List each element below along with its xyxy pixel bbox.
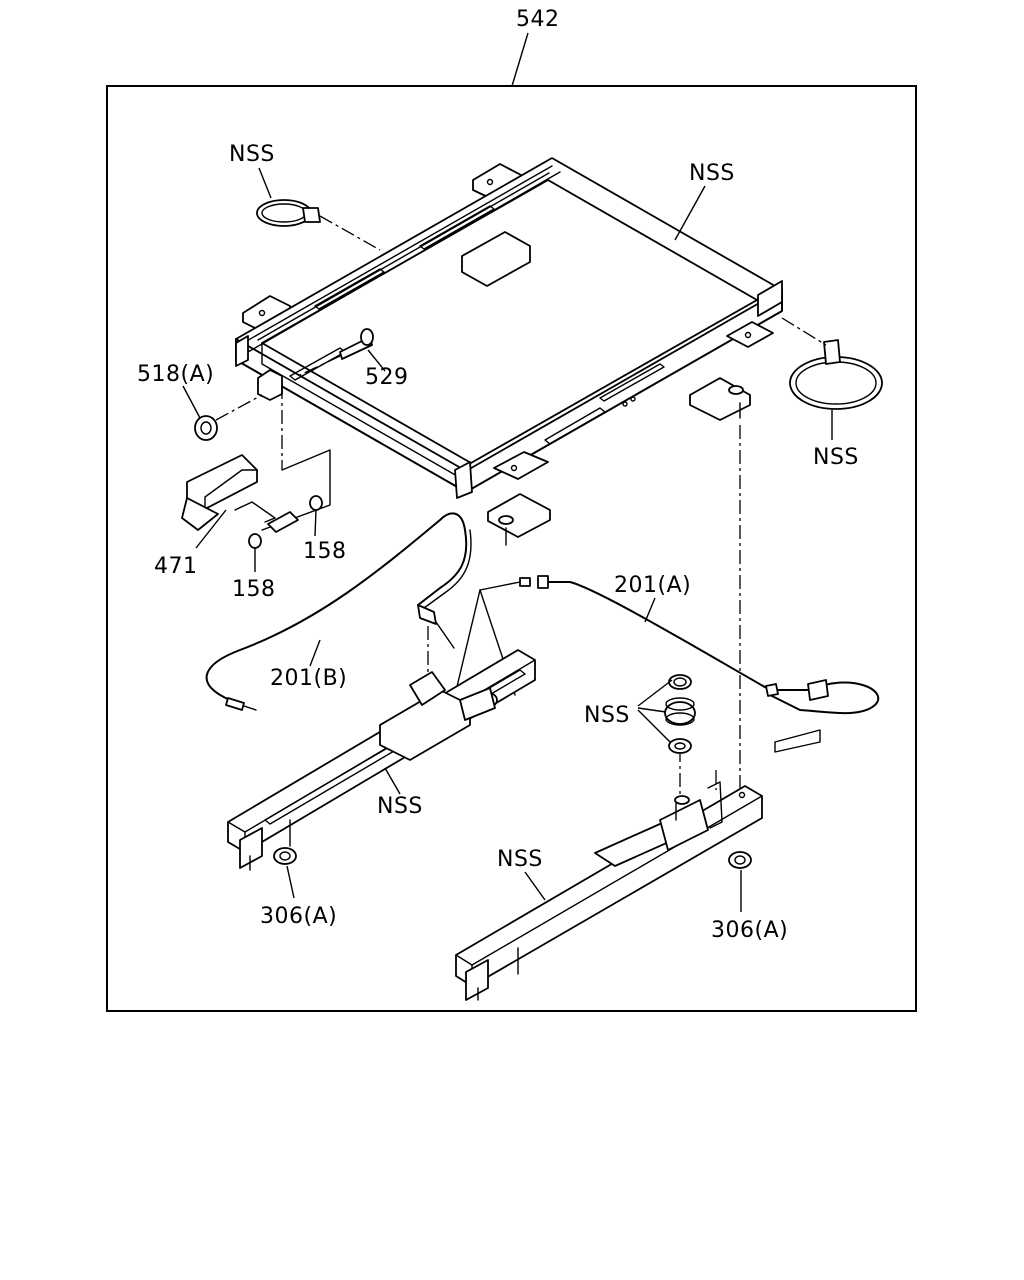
callout-471: 471	[154, 554, 198, 579]
nut-306a-left	[273, 847, 297, 865]
callout-nss-tie-right: NSS	[813, 445, 859, 470]
bolt-529	[299, 328, 374, 376]
seat-frame	[235, 157, 783, 546]
cable-201a	[454, 575, 880, 753]
assembly-number-label: 542	[516, 7, 560, 32]
callout-nss-tie-left: NSS	[229, 142, 275, 167]
callout-306a-right: 306(A)	[711, 918, 788, 943]
callout-529: 529	[365, 365, 409, 390]
seat-rail-right	[455, 425, 763, 1001]
callout-nss-rail-right: NSS	[497, 847, 543, 872]
callout-158b: 158	[232, 577, 276, 602]
washer-518a	[194, 394, 263, 441]
pin-158b	[248, 533, 262, 549]
callout-306a-left: 306(A)	[260, 904, 337, 929]
callout-nss-rail-left: NSS	[377, 794, 423, 819]
callout-158a: 158	[303, 539, 347, 564]
callout-201a: 201(A)	[614, 573, 691, 598]
cable-tie-left	[256, 199, 381, 251]
assembly-border	[106, 85, 917, 1012]
callout-nss-washers: NSS	[584, 703, 630, 728]
cable-201b	[205, 512, 472, 711]
lever-cover-471	[181, 385, 331, 531]
callout-518a: 518(A)	[137, 362, 214, 387]
callout-201b: 201(B)	[270, 666, 347, 691]
seat-rail-left	[227, 649, 536, 871]
cable-tie-right	[781, 317, 883, 410]
bushing-set	[664, 674, 696, 754]
nut-306a-right	[728, 851, 752, 869]
callout-nss-frame-right: NSS	[689, 161, 735, 186]
pin-158a	[267, 495, 323, 533]
